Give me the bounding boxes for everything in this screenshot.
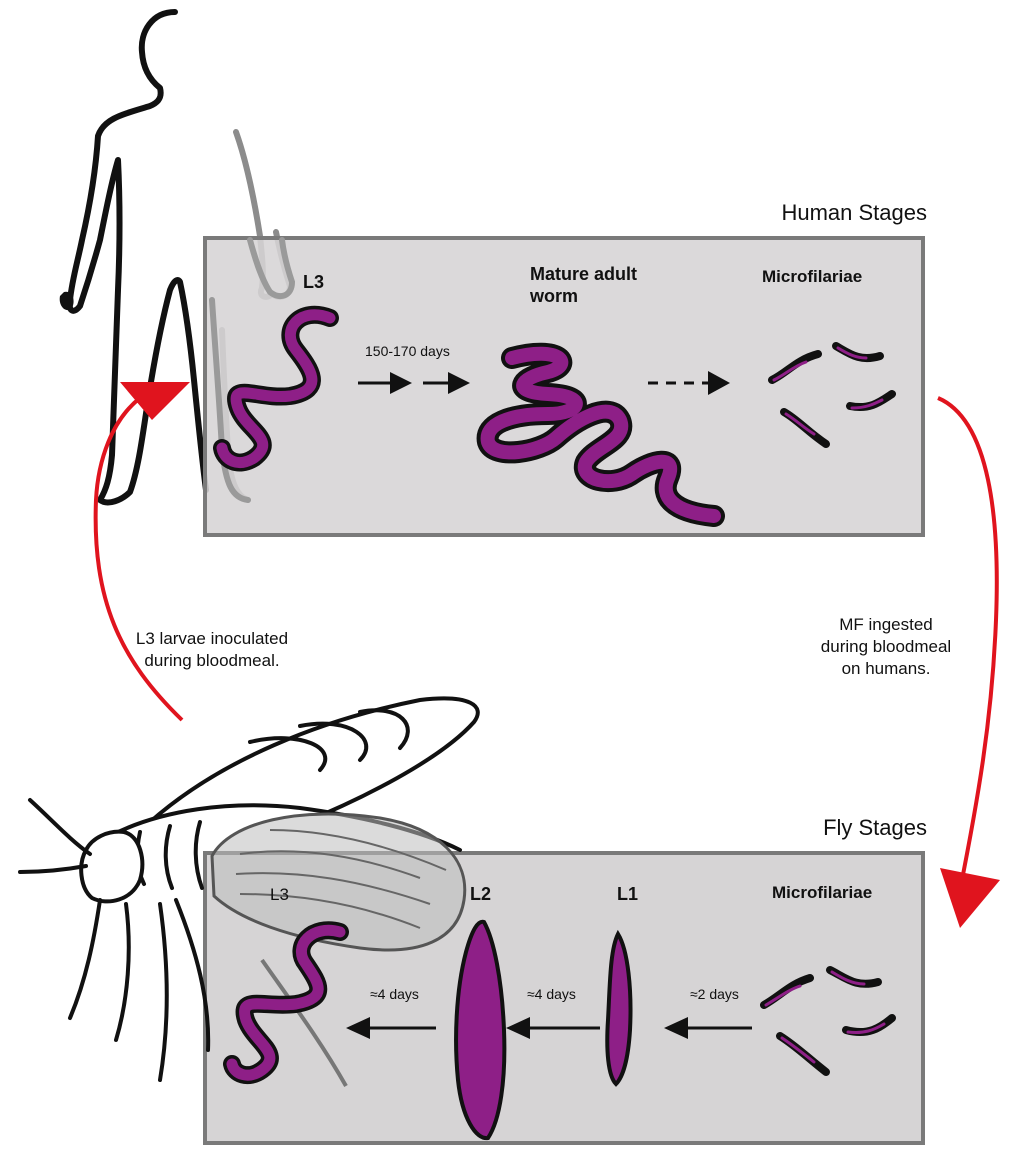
ingestion-arrowhead [940, 868, 1000, 928]
fly-l2-label: L2 [470, 884, 491, 904]
mature-adult-worm-label-line1: Mature adult [530, 264, 637, 284]
human-stages-title: Human Stages [781, 200, 927, 225]
mf-to-l1-duration: ≈2 days [690, 986, 739, 1002]
human-l3-label: L3 [303, 272, 324, 292]
fly-microfilariae-label: Microfilariae [772, 883, 872, 902]
fly-l1-label: L1 [617, 884, 638, 904]
human-duration-label: 150-170 days [365, 343, 450, 359]
fly-l3-label: L3 [270, 885, 289, 904]
ingestion-caption-line1: MF ingested [839, 615, 933, 634]
human-microfilariae-label: Microfilariae [762, 267, 862, 286]
inoculation-caption-line1: L3 larvae inoculated [136, 629, 288, 648]
ingestion-caption-line2: during bloodmeal [821, 637, 951, 656]
mature-adult-worm-label-line2: worm [529, 286, 578, 306]
fly-stages-title: Fly Stages [823, 815, 927, 840]
human-silhouette-icon [70, 12, 206, 502]
inoculation-arrowhead [120, 382, 190, 420]
l2-to-l3-duration: ≈4 days [370, 986, 419, 1002]
fly-l1-larva [607, 934, 630, 1084]
l1-to-l2-duration: ≈4 days [527, 986, 576, 1002]
inoculation-caption-line2: during bloodmeal. [144, 651, 279, 670]
ingestion-caption-line3: on humans. [842, 659, 931, 678]
